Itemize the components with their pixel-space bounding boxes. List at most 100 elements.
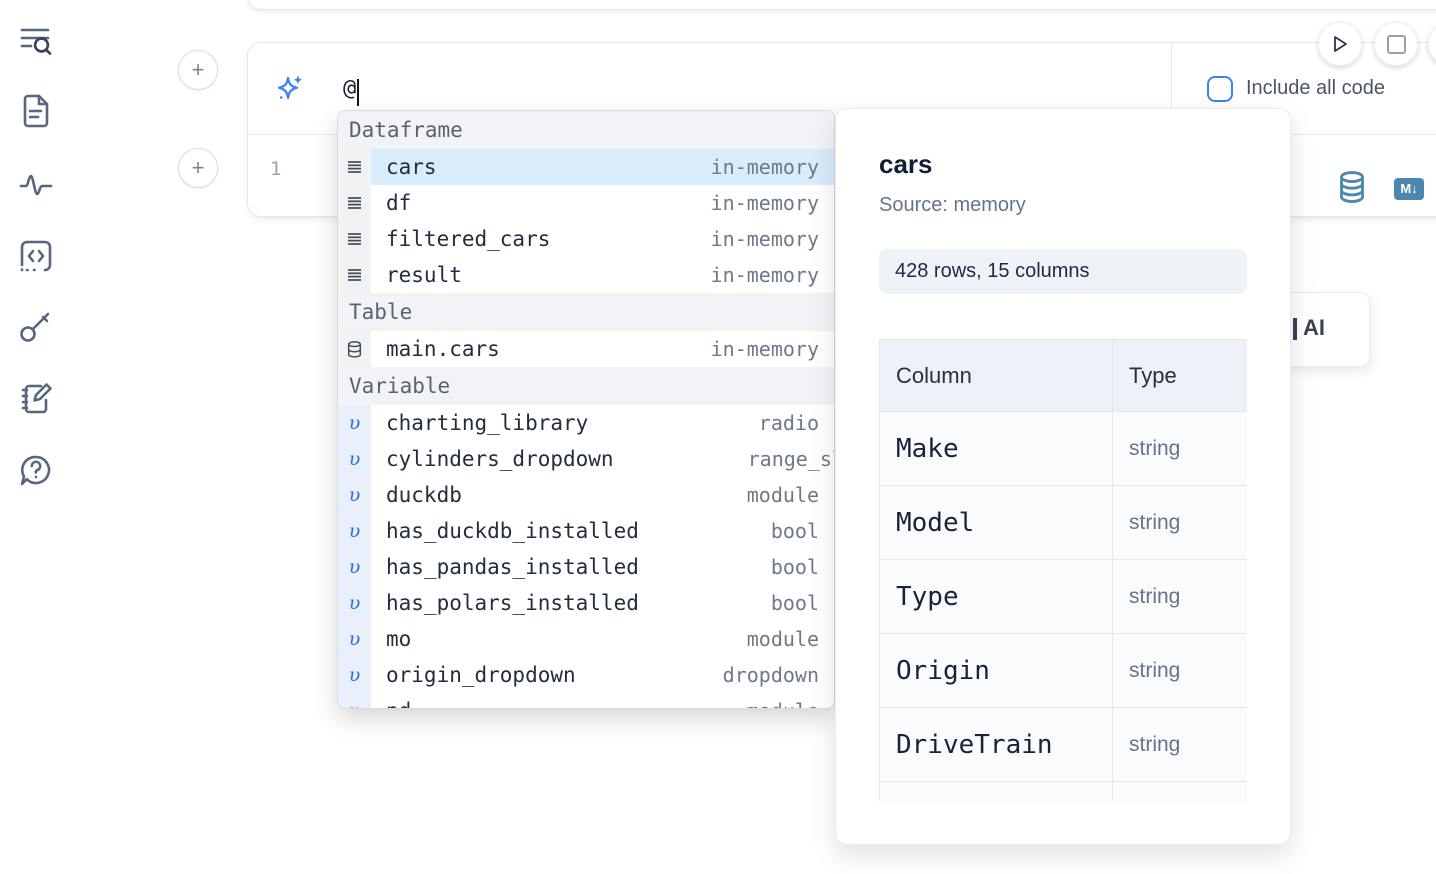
variable-icon: υ xyxy=(348,663,361,686)
autocomplete-item-gutter: υ xyxy=(338,405,371,441)
preview-shape-badge: 428 rows, 15 columns xyxy=(879,249,1247,294)
dataframe-icon xyxy=(348,269,361,281)
ai-overlay-label: AI xyxy=(1303,315,1325,340)
autocomplete-item-gutter xyxy=(338,331,371,367)
autocomplete-item-gutter: υ xyxy=(338,693,371,708)
schema-column-name: Type xyxy=(879,559,1113,634)
dataframe-icon xyxy=(348,233,361,245)
autocomplete-group-header: Dataframe xyxy=(338,111,834,149)
autocomplete-item-name: duckdb xyxy=(386,483,462,507)
autocomplete-item[interactable]: υ has_duckdb_installed bool xyxy=(338,513,834,549)
ai-prompt-input[interactable]: @ xyxy=(343,76,357,101)
schema-column-type: string xyxy=(1112,485,1247,560)
autocomplete-item-type: module xyxy=(746,627,819,651)
autocomplete-item-name: has_duckdb_installed xyxy=(386,519,639,543)
autocomplete-item-name: pd xyxy=(386,699,411,708)
autocomplete-item-type: bool xyxy=(770,519,819,543)
table-database-icon xyxy=(347,340,362,358)
add-cell-button-top[interactable]: + xyxy=(178,50,218,90)
sidebar-item-scratchpad[interactable] xyxy=(17,380,55,418)
document-icon xyxy=(23,94,49,128)
autocomplete-item[interactable]: υpdmodule xyxy=(338,693,834,708)
variable-icon: υ xyxy=(348,483,361,506)
schema-table-header: Column xyxy=(879,339,1113,412)
sidebar-item-snippets[interactable] xyxy=(17,237,55,275)
autocomplete-item-type: radio xyxy=(758,411,819,435)
markdown-icon[interactable]: M↓ xyxy=(1394,178,1424,200)
ai-prompt-row: @ Include all code xyxy=(248,43,1436,134)
play-icon xyxy=(1334,36,1347,52)
include-all-code-label[interactable]: Include all code xyxy=(1246,77,1385,99)
autocomplete-item-gutter: υ xyxy=(338,549,371,585)
autocomplete-item-type: bool xyxy=(770,591,819,615)
schema-table-row-partial xyxy=(879,781,1247,801)
variable-icon: υ xyxy=(348,555,361,578)
autocomplete-item[interactable]: υ duckdb module xyxy=(338,477,834,513)
autocomplete-group-header: Variable xyxy=(338,367,834,405)
autocomplete-item-type: in-memory xyxy=(710,337,819,361)
autocomplete-item-gutter xyxy=(338,257,371,293)
text-caret xyxy=(357,79,360,106)
sidebar-item-files[interactable] xyxy=(17,92,55,130)
dataframe-icon xyxy=(348,161,361,173)
autocomplete-item-gutter: υ xyxy=(338,441,371,477)
sidebar-item-help[interactable] xyxy=(17,452,55,490)
autocomplete-group-header: Table xyxy=(338,293,834,331)
sidebar-item-toc[interactable] xyxy=(17,22,55,60)
schema-table-header: Type xyxy=(1112,339,1247,412)
autocomplete-item-name: filtered_cars xyxy=(386,227,551,251)
database-icon[interactable] xyxy=(1338,171,1366,203)
schema-column-name: DriveTrain xyxy=(879,707,1113,782)
notebook-pen-icon xyxy=(21,383,52,414)
preview-source: Source: memory xyxy=(879,194,1026,216)
autocomplete-item[interactable]: υ has_pandas_installed bool xyxy=(338,549,834,585)
autocomplete-item-name: has_pandas_installed xyxy=(386,555,639,579)
schema-column-type: string xyxy=(1112,633,1247,708)
schema-column-type: string xyxy=(1112,411,1247,486)
activity-icon xyxy=(19,174,53,196)
variable-icon: υ xyxy=(348,411,361,434)
list-search-icon xyxy=(20,28,52,55)
schema-column-name: Make xyxy=(879,411,1113,486)
sidebar xyxy=(0,0,72,874)
autocomplete-item-gutter: υ xyxy=(338,585,371,621)
autocomplete-item-type: bool xyxy=(770,555,819,579)
sidebar-item-secrets[interactable] xyxy=(17,308,55,346)
previous-cell-edge xyxy=(247,0,1436,10)
schema-column-type: string xyxy=(1112,707,1247,782)
autocomplete-item-type: dropdown xyxy=(722,663,819,687)
include-all-code-checkbox[interactable] xyxy=(1207,75,1233,102)
variable-icon: υ xyxy=(348,519,361,542)
sidebar-item-tracing[interactable] xyxy=(17,165,55,203)
add-cell-button-bottom[interactable]: + xyxy=(178,148,218,188)
autocomplete-item-gutter xyxy=(338,149,371,185)
autocomplete-item-name: result xyxy=(386,263,462,287)
stop-button[interactable] xyxy=(1374,22,1418,66)
autocomplete-item-gutter: υ xyxy=(338,477,371,513)
autocomplete-item[interactable]: υ charting_library radio xyxy=(338,405,834,441)
autocomplete-item-name: df xyxy=(386,191,412,215)
autocomplete-item-name: charting_library xyxy=(386,411,589,435)
line-number: 1 xyxy=(270,158,282,180)
stop-icon xyxy=(1386,34,1406,54)
run-button[interactable] xyxy=(1318,22,1362,66)
sparkles-icon xyxy=(277,75,302,99)
autocomplete-item-type: module xyxy=(746,483,819,507)
variable-icon: υ xyxy=(348,591,361,614)
autocomplete-item-gutter: υ xyxy=(338,621,371,657)
clipped-letter xyxy=(1293,318,1297,340)
